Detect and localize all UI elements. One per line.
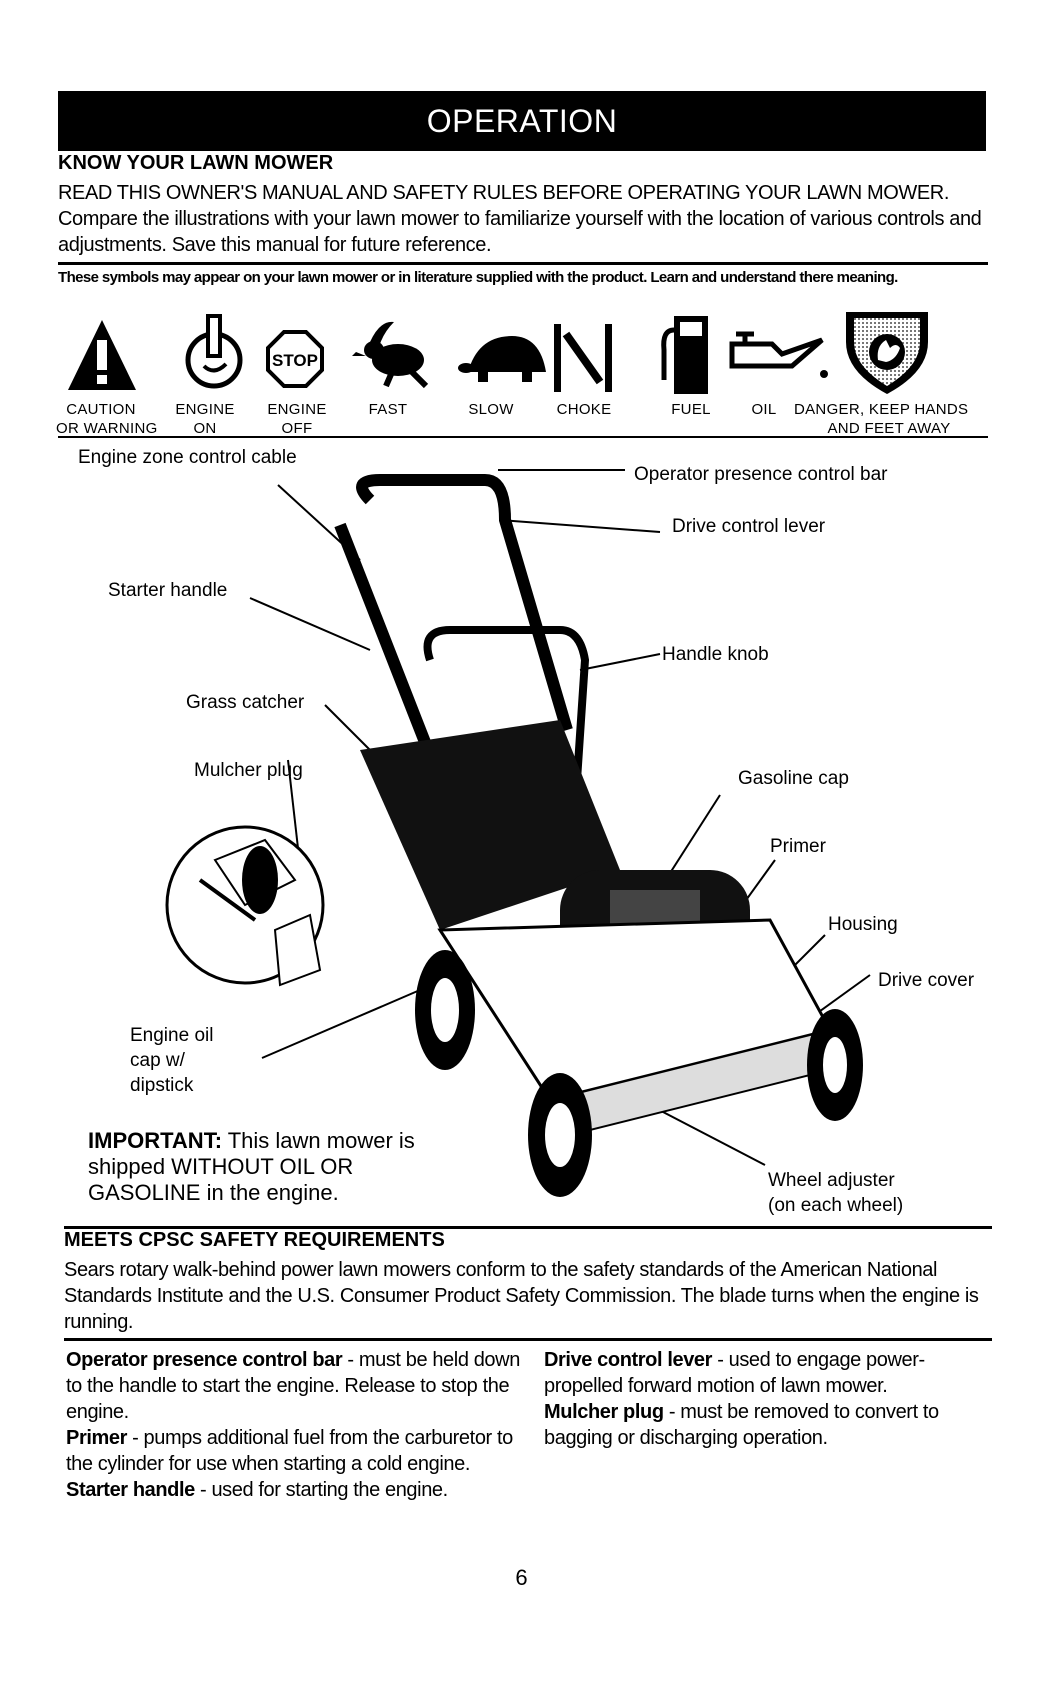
callout-drive-control-lever: Drive control lever bbox=[672, 516, 826, 537]
lawn-mower-illustration bbox=[165, 469, 871, 1197]
symbol-label-caution-2: OR WARNING bbox=[56, 420, 158, 437]
caution-triangle-icon bbox=[68, 320, 136, 390]
important-note: IMPORTANT: This lawn mower is shipped WI… bbox=[88, 1128, 508, 1206]
important-line2: shipped WITHOUT OIL OR bbox=[88, 1154, 354, 1179]
callout-engine-oil-line3: dipstick bbox=[130, 1075, 194, 1096]
callout-grass-catcher: Grass catcher bbox=[186, 692, 305, 713]
engine-on-icon bbox=[185, 314, 243, 389]
symbol-label-caution-1: CAUTION bbox=[66, 401, 136, 418]
callout-wheel-adjuster-line1: Wheel adjuster bbox=[768, 1170, 895, 1191]
callout-wheel-adjuster-line2: (on each wheel) bbox=[768, 1195, 904, 1216]
definition-mulcher-plug: Mulcher plug - must be removed to conver… bbox=[544, 1401, 939, 1449]
meets-heading: MEETS CPSC SAFETY REQUIREMENTS bbox=[64, 1229, 445, 1251]
callout-engine-oil-line1: Engine oil bbox=[130, 1025, 214, 1046]
callout-primer: Primer bbox=[770, 836, 826, 857]
engine-off-stop-icon: STOP bbox=[266, 330, 324, 388]
definitions-right-column: Drive control lever - used to engage pow… bbox=[544, 1347, 996, 1451]
callout-engine-zone-control-cable: Engine zone control cable bbox=[78, 447, 297, 468]
callout-operator-presence-control-bar: Operator presence control bar bbox=[634, 464, 888, 485]
turtle-slow-icon bbox=[458, 336, 546, 382]
callout-mulcher-plug: Mulcher plug bbox=[194, 760, 303, 781]
definitions-left-column: Operator presence control bar - must be … bbox=[66, 1347, 522, 1503]
definition-primer: Primer - pumps additional fuel from the … bbox=[66, 1427, 513, 1475]
definition-starter-handle: Starter handle - used for starting the e… bbox=[66, 1479, 448, 1501]
divider-meets bbox=[64, 1226, 992, 1229]
callout-starter-handle: Starter handle bbox=[108, 580, 228, 601]
know-intro: READ THIS OWNER'S MANUAL AND SAFETY RULE… bbox=[58, 182, 982, 256]
rabbit-fast-icon bbox=[352, 321, 429, 389]
svg-text:STOP: STOP bbox=[272, 351, 318, 370]
symbol-label-danger-1: DANGER, KEEP HANDS bbox=[794, 401, 969, 418]
symbol-label-engine-on-1: ENGINE bbox=[175, 401, 235, 418]
important-line3: GASOLINE in the engine. bbox=[88, 1180, 339, 1205]
symbol-label-engine-off-1: ENGINE bbox=[267, 401, 327, 418]
callout-drive-cover: Drive cover bbox=[878, 970, 975, 991]
divider-top bbox=[58, 262, 988, 265]
divider-definitions bbox=[64, 1338, 992, 1341]
definition-operator-presence-control-bar: Operator presence control bar - must be … bbox=[66, 1349, 520, 1423]
section-banner: OPERATION bbox=[58, 91, 986, 151]
definition-drive-control-lever: Drive control lever - used to engage pow… bbox=[544, 1349, 925, 1397]
symbol-label-oil: OIL bbox=[751, 401, 777, 418]
know-heading: KNOW YOUR LAWN MOWER bbox=[58, 152, 334, 174]
symbol-label-danger-2: AND FEET AWAY bbox=[827, 420, 951, 437]
symbol-label-engine-off-2: OFF bbox=[281, 420, 313, 437]
callout-gasoline-cap: Gasoline cap bbox=[738, 768, 849, 789]
divider-symbols bbox=[58, 436, 988, 438]
meets-text: Sears rotary walk-behind power lawn mowe… bbox=[64, 1259, 979, 1333]
page-number: 6 bbox=[515, 1565, 528, 1590]
fuel-pump-icon bbox=[661, 316, 708, 394]
symbol-label-choke: CHOKE bbox=[556, 401, 612, 418]
callout-housing: Housing bbox=[828, 914, 898, 935]
hand-shield-icon bbox=[846, 312, 928, 394]
important-line1: This lawn mower is bbox=[222, 1128, 415, 1153]
callout-handle-knob: Handle knob bbox=[662, 644, 769, 665]
symbols-note: These symbols may appear on your lawn mo… bbox=[58, 269, 898, 286]
symbol-label-fast: FAST bbox=[368, 401, 408, 418]
symbol-label-engine-on-2: ON bbox=[193, 420, 217, 437]
choke-icon bbox=[554, 324, 612, 392]
callout-engine-oil-line2: cap w/ bbox=[130, 1050, 185, 1071]
oil-can-icon bbox=[729, 331, 828, 378]
important-label: IMPORTANT: bbox=[88, 1128, 223, 1153]
symbol-label-fuel: FUEL bbox=[671, 401, 711, 418]
symbol-label-slow: SLOW bbox=[468, 401, 514, 418]
